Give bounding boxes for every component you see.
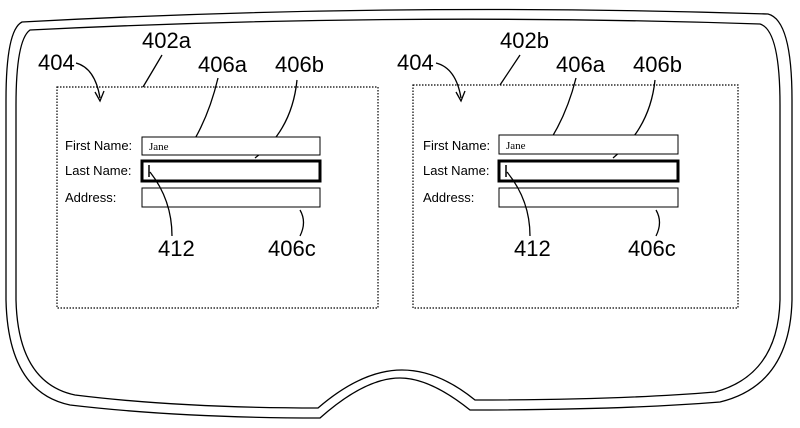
leader-402a <box>142 54 163 88</box>
first-name-field-left[interactable] <box>141 136 321 156</box>
leader-402b <box>499 54 521 86</box>
headset-outline-outer <box>5 8 793 419</box>
ref-402a: 402a <box>142 28 192 53</box>
ref-402b: 402b <box>500 28 549 53</box>
leader-404-right <box>435 62 462 99</box>
ref-406a-left: 406a <box>198 52 248 77</box>
ref-406c-left: 406c <box>268 236 316 261</box>
ref-406b-left: 406b <box>275 52 324 77</box>
first-name-value-right: Jane <box>506 140 526 152</box>
ref-404-right: 404 <box>397 50 434 75</box>
ref-412-right: 412 <box>514 236 551 261</box>
first-name-label-right: First Name: <box>423 138 490 153</box>
last-name-label-right: Last Name: <box>423 163 489 178</box>
ref-404-left: 404 <box>38 50 75 75</box>
arrowhead-404-right <box>455 90 466 103</box>
leader-412-left <box>149 171 173 237</box>
leader-404-left <box>75 62 101 99</box>
ref-406b-right: 406b <box>633 52 682 77</box>
first-name-value-left: Jane <box>149 141 169 153</box>
address-label-right: Address: <box>423 190 474 205</box>
ref-406c-right: 406c <box>628 236 676 261</box>
first-name-field-right[interactable] <box>498 134 679 155</box>
headset-outline-inner <box>15 18 781 409</box>
leader-406c-left <box>299 209 305 237</box>
last-name-field-right[interactable] <box>497 159 680 183</box>
address-field-left[interactable] <box>141 187 321 208</box>
first-name-label-left: First Name: <box>65 138 132 153</box>
display-panel-right: 404 402b 406a 406b First Name: Jane Last… <box>397 28 739 309</box>
address-label-left: Address: <box>65 190 116 205</box>
arrowhead-404-left <box>94 90 105 103</box>
display-panel-left: 404 402a 406a 406b First Name: Jane Last… <box>38 28 379 309</box>
leader-412-right <box>506 171 531 237</box>
leader-406c-right <box>655 209 661 237</box>
address-field-right[interactable] <box>498 187 679 208</box>
ref-412-left: 412 <box>158 236 195 261</box>
ref-406a-right: 406a <box>556 52 606 77</box>
last-name-field-left[interactable] <box>140 159 322 183</box>
last-name-label-left: Last Name: <box>65 163 131 178</box>
